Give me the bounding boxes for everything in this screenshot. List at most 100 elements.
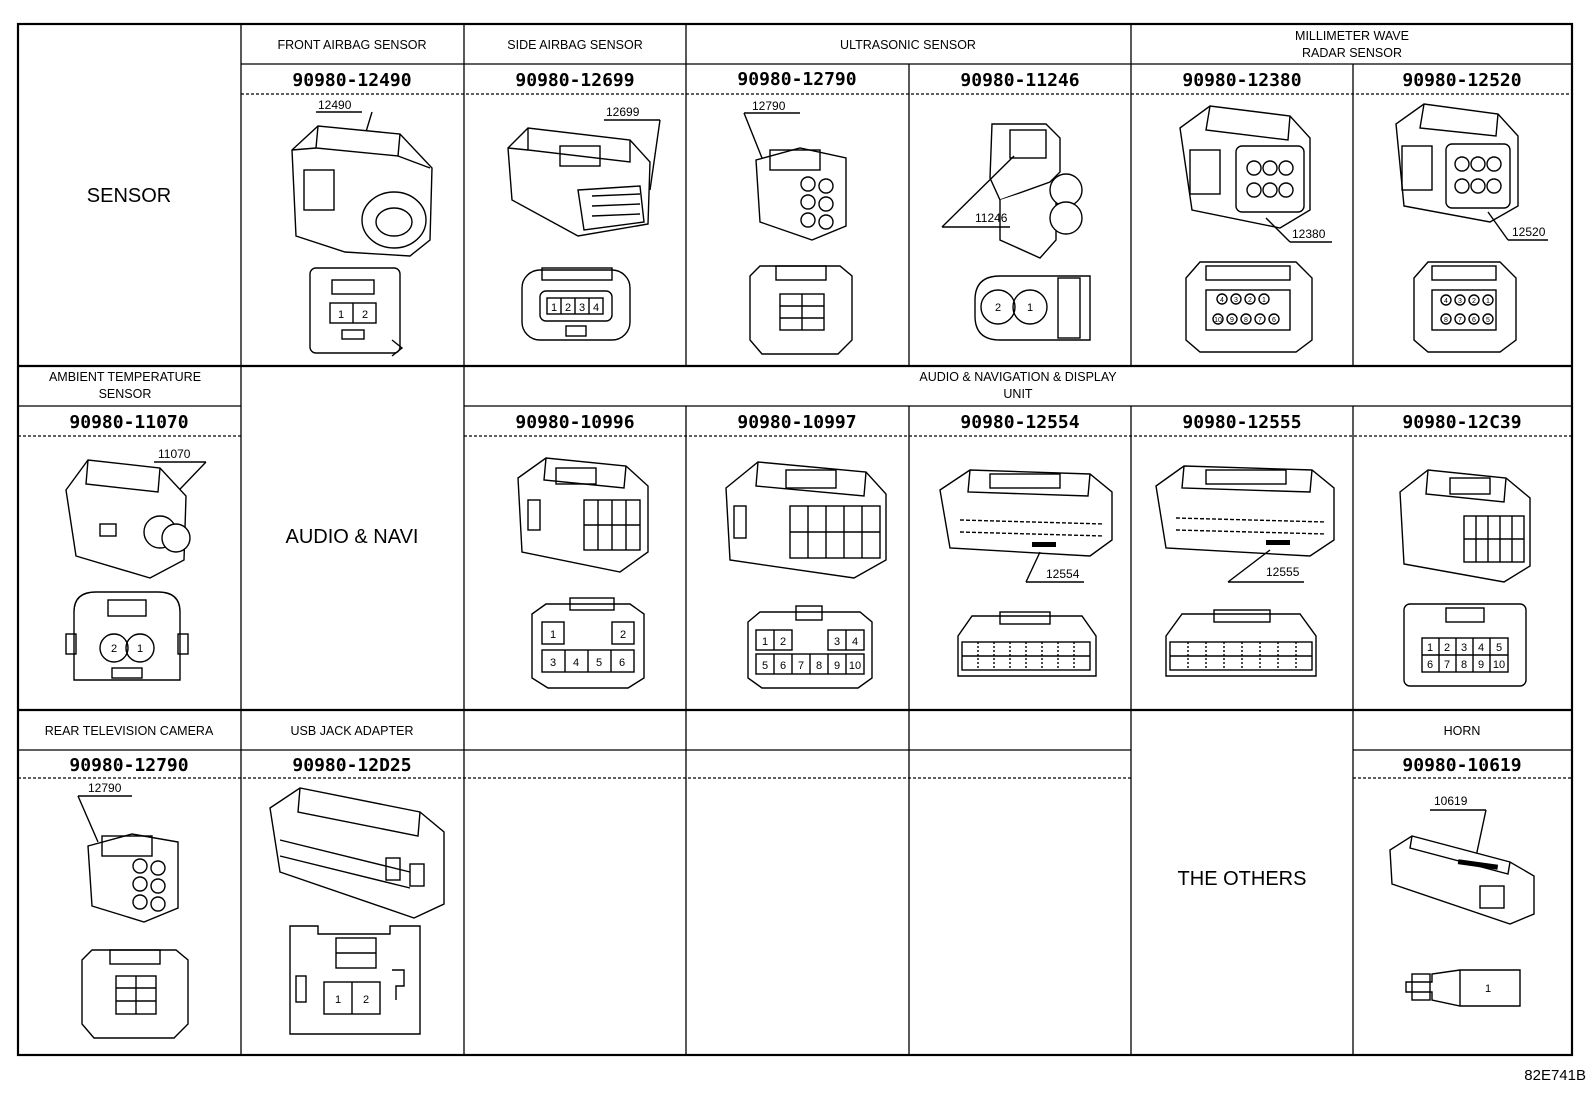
svg-text:8: 8 bbox=[1444, 317, 1448, 324]
header-audio-nav-1: AUDIO & NAVIGATION & DISPLAY bbox=[919, 370, 1117, 384]
svg-text:1: 1 bbox=[1427, 642, 1433, 654]
part-number-12699: 90980-12699 bbox=[515, 70, 634, 91]
svg-text:6: 6 bbox=[1272, 317, 1276, 324]
svg-text:5: 5 bbox=[1496, 642, 1502, 654]
header-mmwave-1: MILLIMETER WAVE bbox=[1295, 29, 1409, 43]
svg-text:12555: 12555 bbox=[1266, 565, 1300, 579]
part-number-12520: 90980-12520 bbox=[1402, 70, 1521, 91]
connector-12c39-drawing: 1 2 3 4 5 6 7 8 9 10 bbox=[1399, 469, 1531, 687]
svg-text:1: 1 bbox=[1486, 298, 1490, 305]
svg-text:1: 1 bbox=[1027, 302, 1033, 314]
connector-12554-drawing: 12554 bbox=[939, 469, 1113, 677]
part-number-11246: 90980-11246 bbox=[960, 70, 1079, 91]
svg-text:7: 7 bbox=[1444, 659, 1450, 671]
section-audio-navi: AUDIO & NAVI bbox=[286, 526, 419, 548]
part-number-12d25: 90980-12D25 bbox=[292, 755, 411, 776]
svg-text:2: 2 bbox=[362, 309, 368, 321]
svg-text:4: 4 bbox=[573, 657, 579, 669]
svg-text:12699: 12699 bbox=[606, 105, 640, 119]
svg-text:10: 10 bbox=[849, 660, 861, 672]
svg-text:10: 10 bbox=[1493, 659, 1505, 671]
part-number-10619: 90980-10619 bbox=[1402, 755, 1521, 776]
svg-text:12520: 12520 bbox=[1512, 225, 1546, 239]
svg-text:3: 3 bbox=[1458, 298, 1462, 305]
svg-text:3: 3 bbox=[579, 302, 585, 314]
svg-text:3: 3 bbox=[550, 657, 556, 669]
header-usb-jack: USB JACK ADAPTER bbox=[291, 724, 414, 738]
svg-text:2: 2 bbox=[363, 994, 369, 1006]
part-number-10997: 90980-10997 bbox=[737, 412, 856, 433]
svg-text:5: 5 bbox=[1486, 317, 1490, 324]
svg-text:6: 6 bbox=[1472, 317, 1476, 324]
svg-text:7: 7 bbox=[1458, 317, 1462, 324]
svg-text:1: 1 bbox=[551, 302, 557, 314]
section-the-others: THE OTHERS bbox=[1178, 868, 1307, 890]
svg-text:9: 9 bbox=[834, 660, 840, 672]
svg-text:1: 1 bbox=[137, 643, 143, 655]
header-front-airbag: FRONT AIRBAG SENSOR bbox=[277, 38, 426, 52]
connector-11070-drawing: 11070 2 1 bbox=[65, 447, 207, 681]
part-number-11070: 90980-11070 bbox=[69, 412, 188, 433]
svg-text:4: 4 bbox=[852, 636, 858, 648]
svg-text:6: 6 bbox=[1427, 659, 1433, 671]
svg-text:2: 2 bbox=[620, 629, 626, 641]
part-number-12790: 90980-12790 bbox=[737, 69, 856, 90]
svg-text:5: 5 bbox=[596, 657, 602, 669]
svg-text:7: 7 bbox=[798, 660, 804, 672]
part-number-12554: 90980-12554 bbox=[960, 412, 1079, 433]
header-audio-nav-2: UNIT bbox=[1003, 387, 1033, 401]
part-number-12490: 90980-12490 bbox=[292, 70, 411, 91]
svg-text:12790: 12790 bbox=[752, 99, 786, 113]
svg-text:6: 6 bbox=[780, 660, 786, 672]
svg-text:12380: 12380 bbox=[1292, 227, 1326, 241]
svg-text:4: 4 bbox=[1444, 298, 1448, 305]
header-rear-camera: REAR TELEVISION CAMERA bbox=[45, 724, 214, 738]
connector-12380-drawing: 12380 4 3 2 1 10 9 8 7 6 bbox=[1179, 105, 1332, 353]
part-number-10996: 90980-10996 bbox=[515, 412, 634, 433]
svg-text:12790: 12790 bbox=[88, 781, 122, 795]
svg-text:3: 3 bbox=[1234, 297, 1238, 304]
connector-10997-drawing: 1 2 3 4 5 6 7 8 9 10 bbox=[725, 461, 887, 689]
connector-11246-drawing: 11246 2 1 bbox=[941, 123, 1091, 341]
svg-text:2: 2 bbox=[995, 302, 1001, 314]
svg-text:12490: 12490 bbox=[318, 98, 352, 112]
connector-12790-drawing: 12790 bbox=[743, 99, 853, 355]
svg-text:2: 2 bbox=[1248, 297, 1252, 304]
svg-text:3: 3 bbox=[1461, 642, 1467, 654]
svg-text:1: 1 bbox=[1262, 297, 1266, 304]
svg-text:12554: 12554 bbox=[1046, 567, 1080, 581]
part-number-12c39: 90980-12C39 bbox=[1402, 412, 1521, 433]
svg-text:3: 3 bbox=[834, 636, 840, 648]
svg-text:1: 1 bbox=[1485, 983, 1491, 995]
svg-text:2: 2 bbox=[1472, 298, 1476, 305]
connector-12490-drawing: 12490 1 2 bbox=[291, 98, 433, 357]
connector-12699-drawing: 12699 1 2 3 4 bbox=[507, 105, 661, 341]
svg-text:7: 7 bbox=[1258, 317, 1262, 324]
svg-text:8: 8 bbox=[816, 660, 822, 672]
svg-text:2: 2 bbox=[780, 636, 786, 648]
header-ultrasonic: ULTRASONIC SENSOR bbox=[840, 38, 976, 52]
svg-text:2: 2 bbox=[565, 302, 571, 314]
svg-text:2: 2 bbox=[1444, 642, 1450, 654]
svg-text:5: 5 bbox=[762, 660, 768, 672]
svg-text:8: 8 bbox=[1244, 317, 1248, 324]
part-number-12790-camera: 90980-12790 bbox=[69, 755, 188, 776]
svg-text:9: 9 bbox=[1230, 317, 1234, 324]
svg-text:9: 9 bbox=[1478, 659, 1484, 671]
header-ambient-2: SENSOR bbox=[99, 387, 152, 401]
connector-12520-drawing: 12520 4 3 2 1 8 7 6 5 bbox=[1395, 103, 1548, 353]
part-number-12380: 90980-12380 bbox=[1182, 70, 1301, 91]
section-sensor: SENSOR bbox=[87, 185, 171, 207]
part-number-12555: 90980-12555 bbox=[1182, 412, 1301, 433]
svg-text:11070: 11070 bbox=[158, 447, 191, 461]
header-side-airbag: SIDE AIRBAG SENSOR bbox=[507, 38, 642, 52]
connector-12790-camera-drawing: 12790 bbox=[77, 781, 189, 1039]
table-grid bbox=[16, 22, 1574, 1057]
svg-text:11246: 11246 bbox=[975, 211, 1008, 225]
svg-text:1: 1 bbox=[335, 994, 341, 1006]
header-mmwave-2: RADAR SENSOR bbox=[1302, 46, 1402, 60]
svg-text:8: 8 bbox=[1461, 659, 1467, 671]
connector-12d25-drawing: 1 2 bbox=[269, 787, 445, 1035]
figure-id: 82E741B bbox=[1524, 1067, 1586, 1084]
